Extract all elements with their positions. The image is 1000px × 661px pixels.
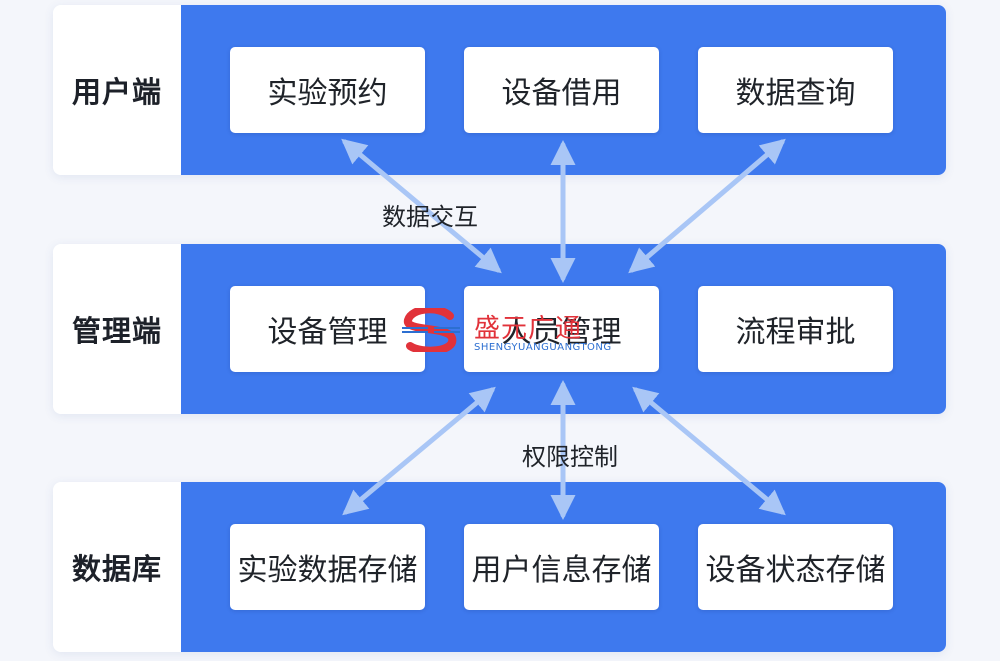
user-tier-label: 用户端 bbox=[53, 5, 181, 175]
watermark-pinyin: SHENGYUANGUANGTONG bbox=[474, 342, 612, 353]
admin-tier-label: 管理端 bbox=[53, 244, 181, 414]
watermark-logo: 盛元广通 SHENGYUANGUANGTONG bbox=[400, 306, 640, 356]
watermark-name: 盛元广通 bbox=[474, 314, 583, 344]
node-experiment-data-storage: 实验数据存储 bbox=[230, 524, 425, 610]
node-process-approval: 流程审批 bbox=[698, 286, 893, 372]
node-personnel-management: 人员管理 bbox=[464, 286, 659, 372]
node-equipment-status-storage: 设备状态存储 bbox=[698, 524, 893, 610]
watermark-mark-icon bbox=[402, 308, 460, 352]
node-equipment-management: 设备管理 bbox=[230, 286, 425, 372]
permission-control-label: 权限控制 bbox=[522, 443, 618, 471]
node-data-query: 数据查询 bbox=[698, 47, 893, 133]
data-interaction-label: 数据交互 bbox=[382, 203, 478, 231]
node-equipment-borrowing: 设备借用 bbox=[464, 47, 659, 133]
node-user-info-storage: 用户信息存储 bbox=[464, 524, 659, 610]
database-tier-label: 数据库 bbox=[53, 482, 181, 652]
node-lab-reservation: 实验预约 bbox=[230, 47, 425, 133]
